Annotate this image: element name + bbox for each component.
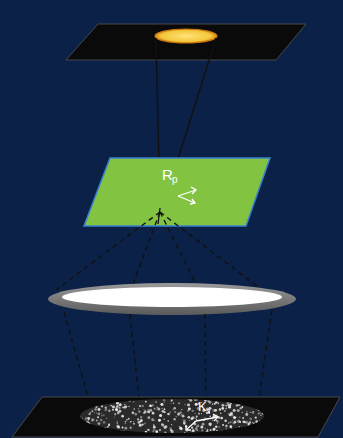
source-plane	[66, 24, 306, 60]
vector-arrows	[178, 187, 196, 204]
aperture-opening	[62, 287, 282, 307]
vector-label: K	[198, 400, 207, 413]
detector-plane	[12, 397, 340, 437]
vector-label: R	[162, 167, 173, 182]
annular-aperture	[48, 283, 296, 315]
sample-plane	[84, 158, 270, 226]
vector-arrows	[186, 414, 218, 430]
label-subscript: f	[208, 407, 211, 416]
speckle-field	[80, 399, 264, 433]
speckle-pattern	[79, 398, 264, 434]
label-subscript: p	[172, 175, 178, 185]
source-disc	[155, 29, 217, 43]
scatter-rays	[56, 212, 262, 292]
